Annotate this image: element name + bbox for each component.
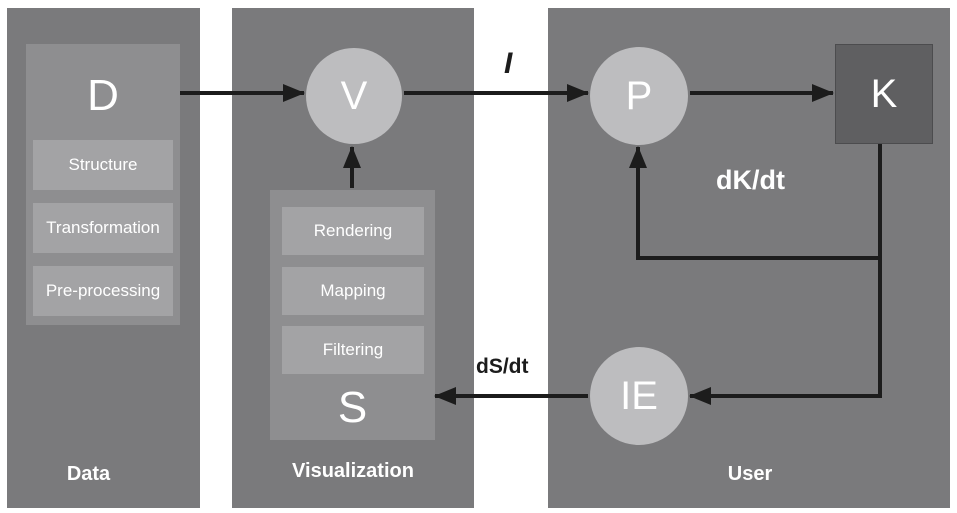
data-node-d: D	[87, 71, 119, 120]
user-panel-label: User	[727, 463, 773, 485]
knowledge-node-k: K	[835, 44, 933, 144]
exploration-node-ie: IE	[590, 347, 688, 445]
data-panel-label: Data	[66, 463, 111, 485]
visualization-node-v: V	[306, 48, 402, 144]
spec-step-mapping: Mapping	[282, 267, 424, 315]
spec-step-filtering: Filtering	[282, 326, 424, 374]
data-step-preprocessing: Pre-processing	[33, 266, 173, 316]
data-step-structure: Structure	[33, 140, 173, 190]
spec-node-s: S	[337, 383, 368, 432]
data-step-transformation: Transformation	[33, 203, 173, 253]
ds-dt-label: dS/dt	[476, 355, 529, 378]
perception-node-p: P	[590, 47, 688, 145]
visualization-panel-label: Visualization	[292, 460, 414, 482]
image-label: I	[504, 47, 513, 80]
spec-step-rendering: Rendering	[282, 207, 424, 255]
dk-dt-label: dK/dt	[716, 165, 785, 195]
